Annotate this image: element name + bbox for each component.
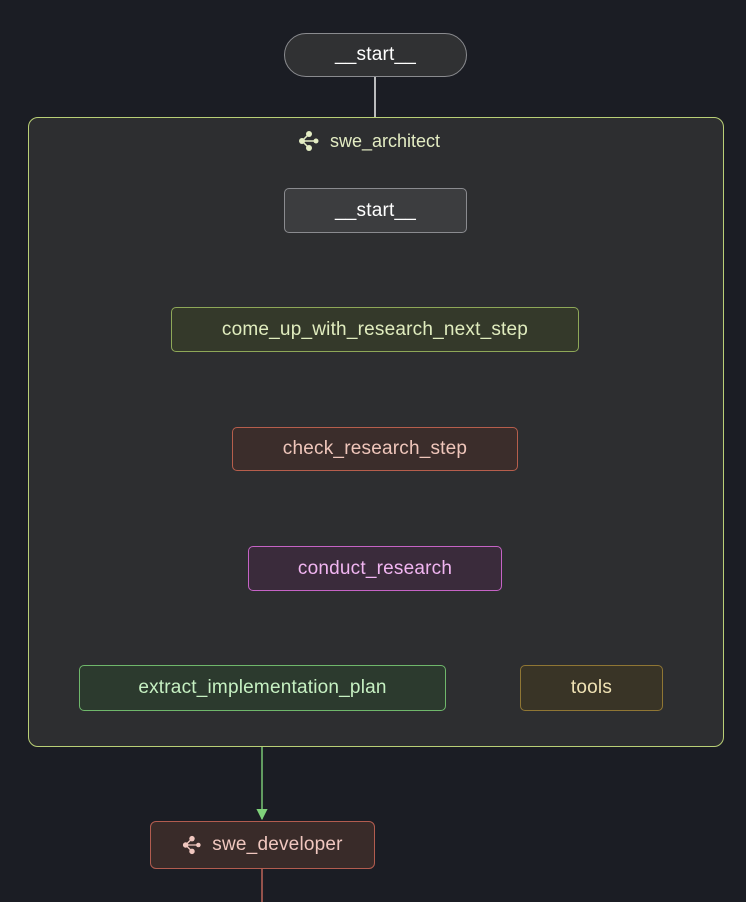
node-swe-developer-label: swe_developer bbox=[212, 834, 343, 855]
node-check-research-step[interactable]: check_research_step bbox=[232, 427, 518, 471]
subgraph-title: swe_architect bbox=[298, 130, 440, 152]
node-swe-developer[interactable]: swe_developer bbox=[150, 821, 375, 869]
node-start[interactable]: __start__ bbox=[284, 33, 467, 77]
subgraph-icon bbox=[298, 130, 320, 152]
subgraph-title-label: swe_architect bbox=[330, 130, 441, 151]
node-conduct-research[interactable]: conduct_research bbox=[248, 546, 502, 591]
subgraph-icon bbox=[182, 835, 202, 855]
node-come-up-with-research-next-step[interactable]: come_up_with_research_next_step bbox=[171, 307, 579, 352]
node-inner-start[interactable]: __start__ bbox=[284, 188, 467, 233]
node-extract-implementation-plan[interactable]: extract_implementation_plan bbox=[79, 665, 446, 711]
node-tools[interactable]: tools bbox=[520, 665, 663, 711]
